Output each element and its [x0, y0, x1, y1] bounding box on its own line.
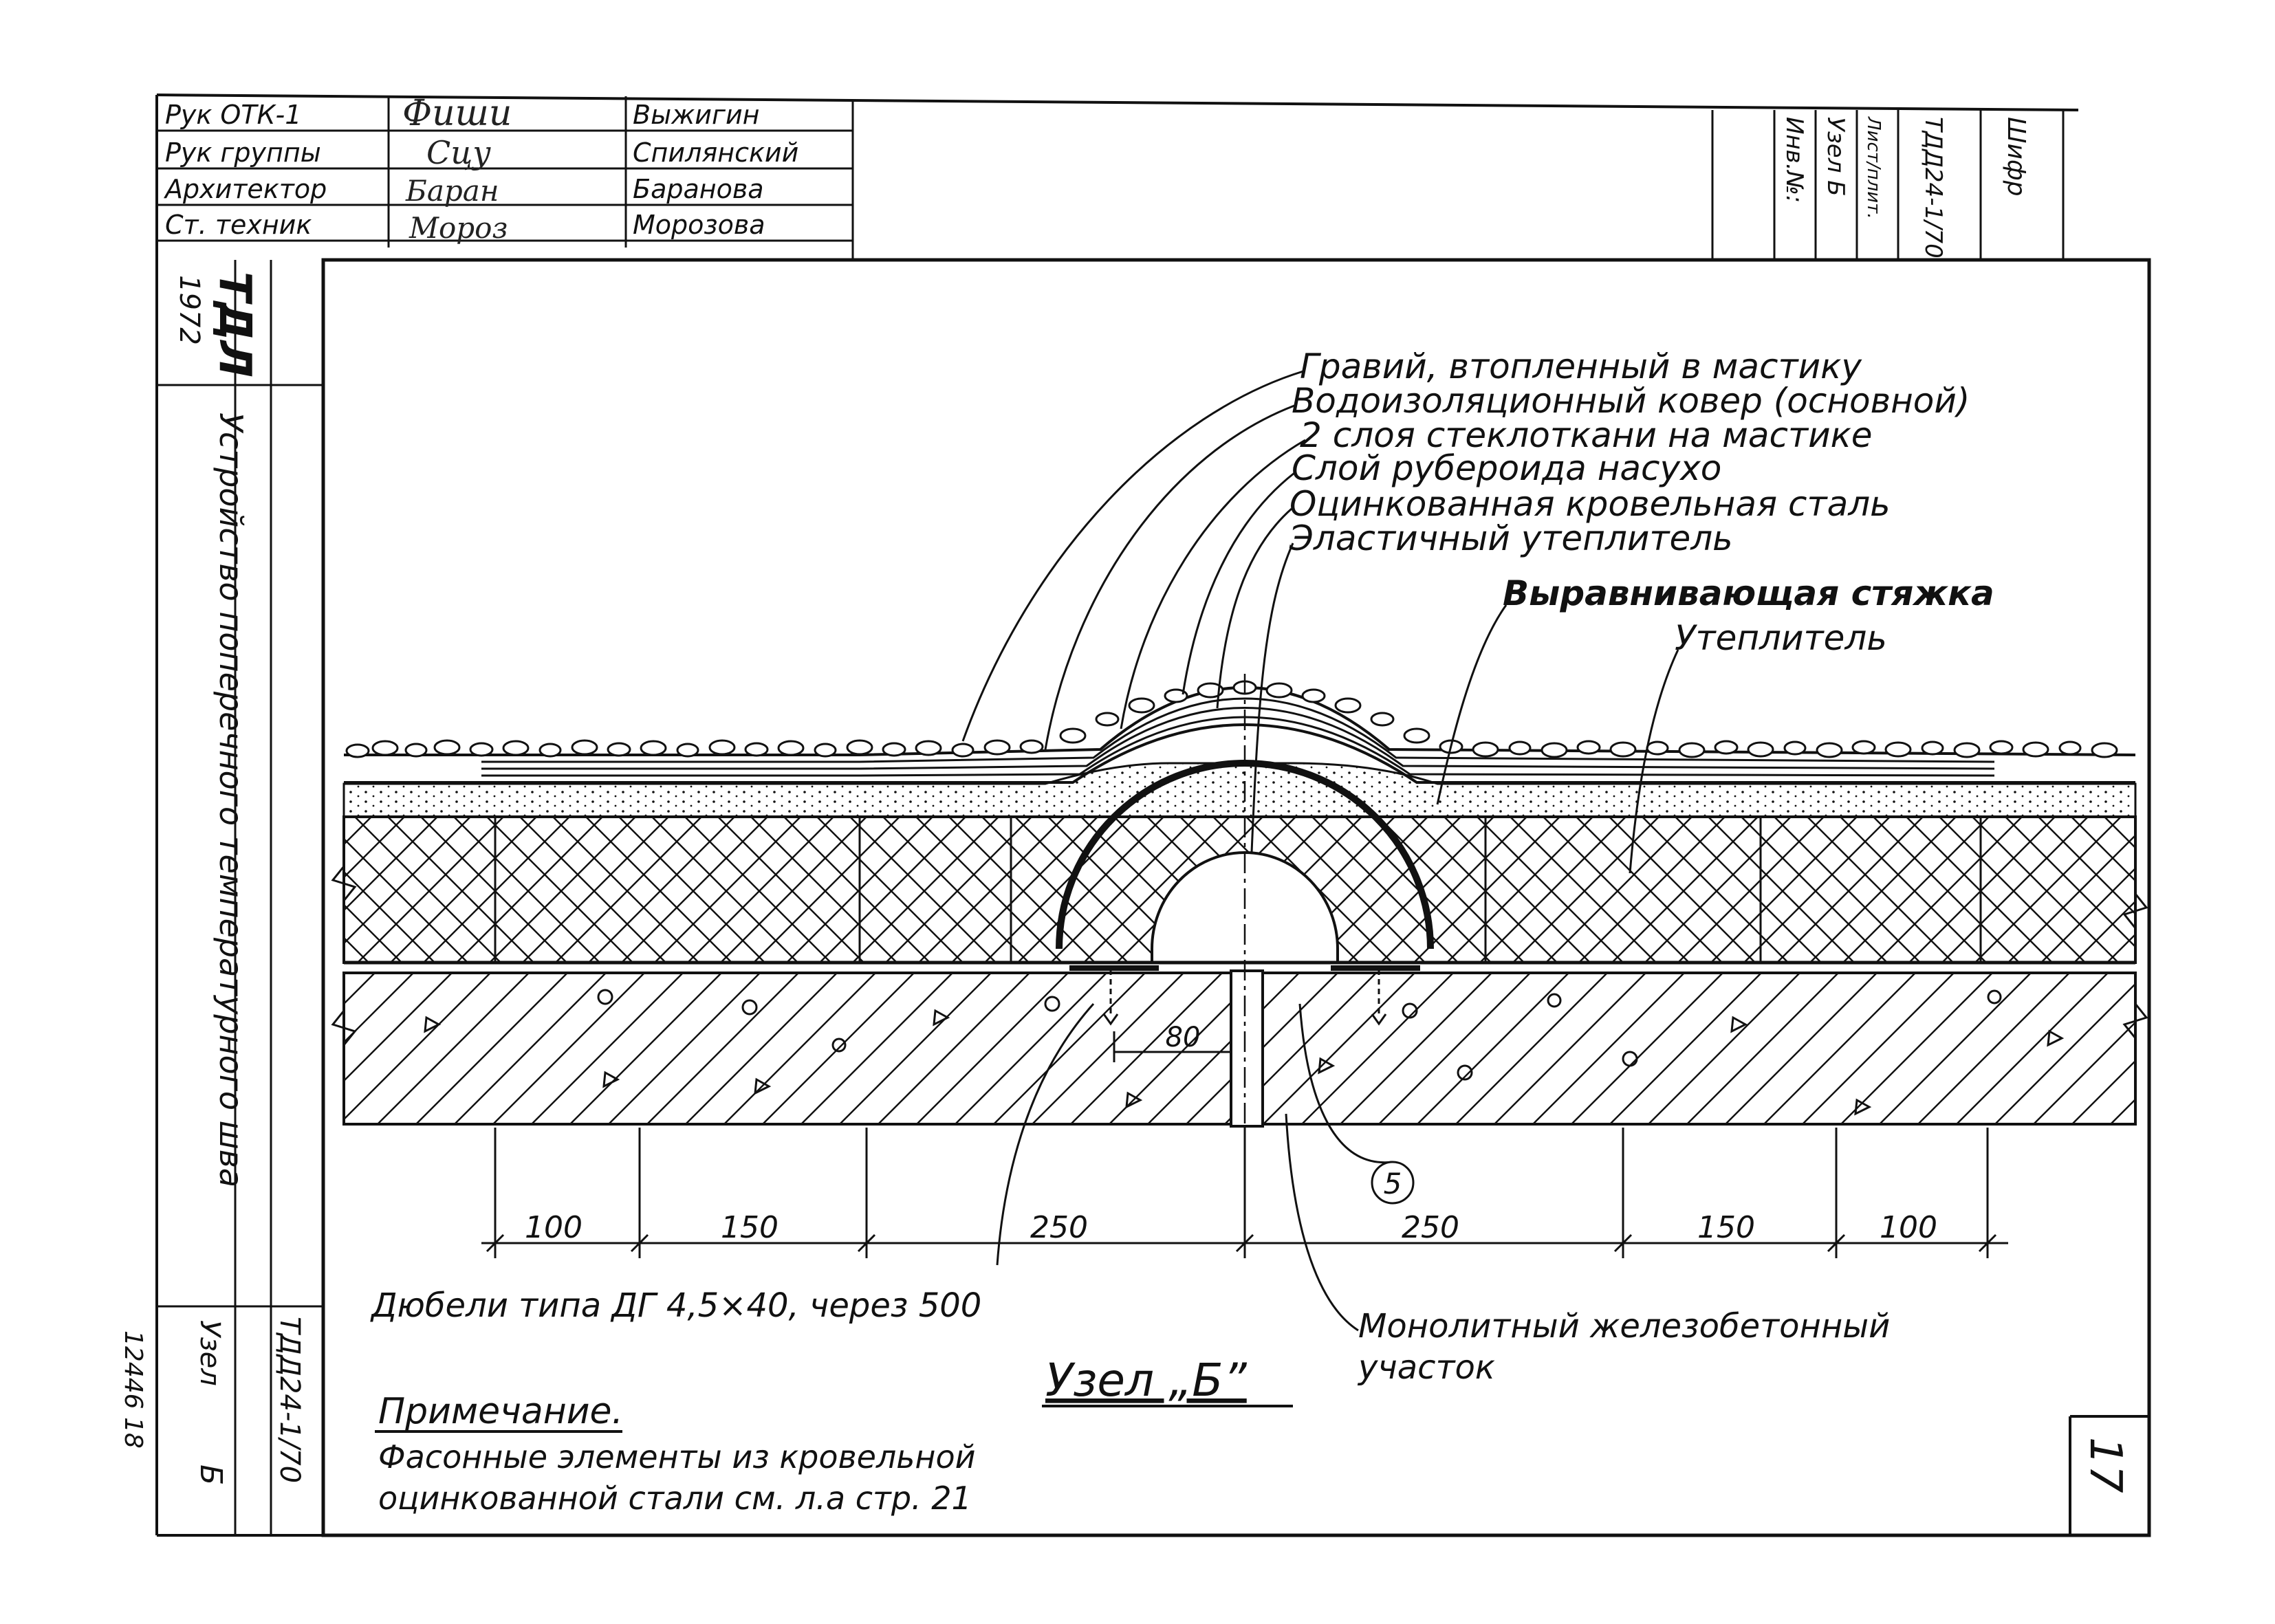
- detail-marker: 5: [1371, 1161, 1415, 1205]
- name-2: Спилянский: [633, 138, 798, 168]
- sheet-number: 17: [2080, 1437, 2131, 1493]
- note-heading: Примечание.: [378, 1391, 623, 1432]
- callout-gravel: Гравий, втопленный в мастику: [1300, 347, 1862, 386]
- name-3: Баранова: [633, 174, 764, 204]
- dim-3: 250: [1030, 1210, 1088, 1245]
- node-cell: Узел Б: [1822, 117, 1849, 197]
- archive-number: 12446 18: [119, 1330, 147, 1449]
- callout-ruberoid: Слой рубероида насухо: [1292, 448, 1721, 488]
- signature-3: Баран: [405, 174, 499, 208]
- side-code: ТДД24-1/70: [274, 1317, 305, 1483]
- title-block-roles: Рук ОТК-1 Рук группы Архитектор Ст. техн…: [163, 93, 798, 245]
- drawing-title: Устройство поперечного температурного шв…: [213, 413, 250, 1187]
- code-cell: ТДД24-1/70: [1919, 117, 1947, 259]
- marker-number: 5: [1384, 1167, 1402, 1200]
- dimension-line: [481, 1031, 2008, 1258]
- year-label: 1972: [173, 275, 205, 345]
- dim-2: 150: [721, 1210, 779, 1245]
- insulation-joints: [494, 817, 1982, 963]
- joint-gap: [1230, 969, 1264, 1128]
- gravel-layer: [345, 680, 2118, 758]
- node-letter: Б: [193, 1464, 228, 1485]
- node-title: Узел „Б”: [1045, 1354, 1248, 1407]
- callout-labels: Гравий, втопленный в мастику Водоизоляци…: [1289, 347, 1994, 658]
- aggregate-marks: [424, 989, 2065, 1116]
- sheet-frame: [155, 258, 2151, 1537]
- bottom-labels: Дюбели типа ДГ 4,5×40, через 500 Монолит…: [370, 1286, 2131, 1517]
- callout-elastic-insulation: Эластичный утеплитель: [1289, 518, 1733, 558]
- monolith-label-2: участок: [1357, 1348, 1495, 1387]
- signature-1: Фиши: [402, 93, 512, 134]
- dim-1: 100: [525, 1210, 583, 1245]
- cipher-cell: Шифр: [2002, 117, 2030, 197]
- dim-6: 100: [1880, 1210, 1937, 1245]
- sheet-cell: Лист/плит.: [1863, 116, 1884, 219]
- note-line-1: Фасонные элементы из кровельной: [378, 1438, 976, 1475]
- inventory-cell: Инв.№:: [1781, 117, 1808, 203]
- name-1: Выжигин: [633, 100, 760, 130]
- logo-mark: ТДЛ: [209, 272, 260, 377]
- callout-waterproof-carpet: Водоизоляционный ковер (основной): [1292, 381, 1970, 421]
- node-word: Узел: [194, 1320, 226, 1386]
- signature-4: Мороз: [409, 211, 508, 245]
- role-2: Рук группы: [165, 138, 321, 168]
- role-3: Архитектор: [163, 174, 327, 204]
- dim-80: 80: [1166, 1022, 1201, 1053]
- leader-lines: [961, 370, 1679, 1332]
- callout-fiberglass: 2 слоя стеклоткани на мастике: [1300, 415, 1873, 455]
- break-marks: [331, 866, 2148, 1046]
- monolith-label-1: Монолитный железобетонный: [1358, 1307, 1890, 1346]
- title-block-right-cells: Инв.№: Узел Б Лист/плит. ТДД24-1/70 Шифр: [1781, 116, 2030, 259]
- role-4: Ст. техник: [165, 210, 312, 240]
- note-line-2: оцинкованной стали см. л.а стр. 21: [378, 1480, 972, 1517]
- signature-2: Сцу: [426, 134, 491, 171]
- title-block: [155, 94, 2079, 260]
- insulation-layer: [342, 815, 2137, 964]
- dim-5: 150: [1697, 1210, 1755, 1245]
- side-strip: 1972 ТДЛ Устройство поперечного температ…: [119, 272, 305, 1485]
- leveling-screed: [342, 762, 2137, 818]
- name-4: Морозова: [633, 210, 765, 240]
- dowel-label: Дюбели типа ДГ 4,5×40, через 500: [370, 1286, 981, 1325]
- callout-insulation: Утеплитель: [1675, 618, 1887, 658]
- role-1: Рук ОТК-1: [165, 100, 301, 130]
- dim-4: 250: [1402, 1210, 1459, 1245]
- callout-galvanized-steel: Оцинкованная кровельная сталь: [1289, 484, 1891, 524]
- section-drawing: [331, 674, 2148, 1258]
- dimension-values: 100 150 250 250 150 100 80: [525, 1022, 1937, 1245]
- callout-leveling-screed: Выравнивающая стяжка: [1503, 573, 1994, 613]
- steel-base-plates: [1069, 965, 1420, 1026]
